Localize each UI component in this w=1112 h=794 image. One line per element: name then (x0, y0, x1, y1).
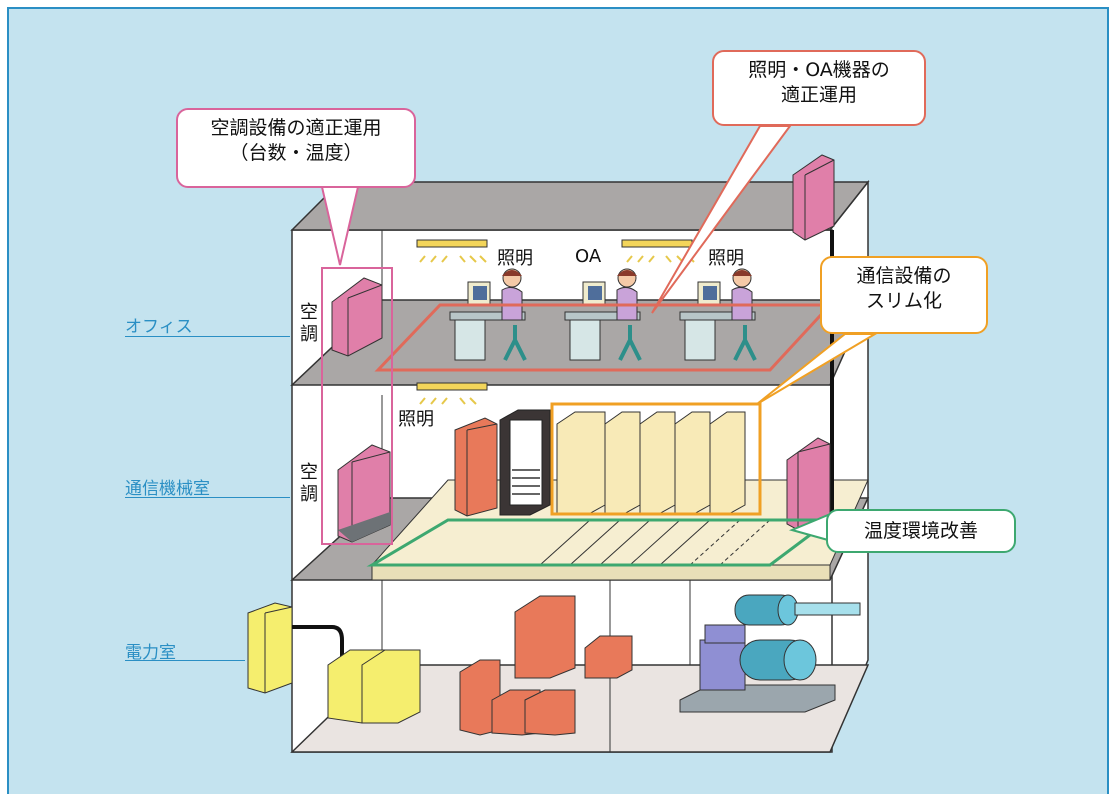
floor-leader-telecom (125, 497, 290, 498)
oa-callout-pointer (651, 125, 792, 314)
floor-label-telecom: 通信機械室 (125, 479, 210, 499)
temperature-callout: 温度環境改善 (826, 509, 1016, 553)
roof (290, 181, 870, 231)
lighting-label-2: 照明 (708, 248, 744, 269)
transformers (327, 649, 421, 724)
hvac-label-office: 空 調 (300, 302, 318, 345)
hvac-callout: 空調設備の適正運用 （台数・温度） (176, 108, 416, 188)
telecom-callout-pointer (756, 333, 879, 405)
ceiling-lights (416, 239, 693, 391)
generator (679, 594, 861, 713)
lighting-oa-callout-line1: 照明・OA機器の (748, 59, 890, 81)
hvac-callout-line1: 空調設備の適正運用 (210, 117, 382, 139)
telecom-callout-line2: スリム化 (865, 290, 942, 312)
telecom-cabinet (454, 417, 498, 517)
floor-label-office: オフィス (125, 317, 193, 337)
telecom-equipment-row (556, 411, 746, 516)
oa-label: OA (575, 246, 602, 267)
hvac-highlight-box (321, 267, 393, 545)
lighting-oa-callout: 照明・OA機器の 適正運用 (712, 50, 926, 126)
telecom-callout-line1: 通信設備の (856, 265, 952, 287)
lighting-label-3: 照明 (398, 409, 434, 430)
hvac-label-telecom: 空 調 (300, 462, 318, 505)
lighting-oa-callout-line2: 適正運用 (780, 84, 857, 106)
server-rack (499, 409, 551, 516)
telecom-callout: 通信設備の スリム化 (820, 256, 988, 334)
office-hvac-unit (331, 277, 383, 357)
office-workstations (449, 268, 757, 361)
power-panel (247, 602, 293, 694)
floor-leader-office (125, 336, 290, 337)
lighting-label-1: 照明 (497, 248, 533, 269)
power-boxes (459, 595, 633, 736)
rooftop-unit (792, 154, 835, 241)
telecom-highlight-box (550, 402, 762, 516)
hvac-callout-line2: （台数・温度） (229, 142, 363, 164)
floor-label-power: 電力室 (125, 643, 176, 663)
floor-leader-power (125, 660, 245, 661)
